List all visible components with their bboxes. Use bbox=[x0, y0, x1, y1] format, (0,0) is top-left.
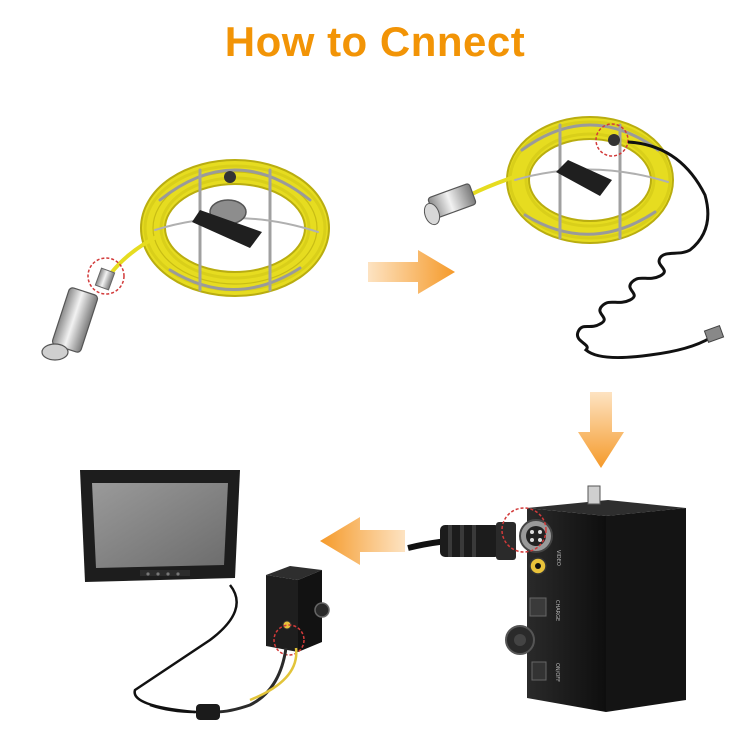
cable-plug-icon bbox=[703, 324, 725, 344]
rca-cable bbox=[214, 647, 288, 714]
step-monitor-setup bbox=[80, 470, 330, 720]
arrow-down bbox=[578, 392, 624, 468]
page-title: How to Cnnect bbox=[224, 18, 526, 65]
highlight-circle bbox=[273, 624, 305, 656]
step-control-box: VIDEO CHARGE ON/OFF bbox=[407, 485, 686, 712]
highlight-circle bbox=[501, 507, 547, 553]
control-box-body bbox=[527, 508, 606, 712]
arrow-left bbox=[320, 517, 405, 565]
aviation-plug-icon bbox=[440, 522, 516, 560]
probe-cable bbox=[110, 233, 161, 274]
power-label: ON/OFF bbox=[554, 663, 560, 682]
highlight-circle bbox=[595, 123, 629, 157]
arrow-right bbox=[368, 250, 455, 294]
coiled-cable-icon bbox=[575, 140, 711, 360]
highlight-circle bbox=[87, 257, 125, 295]
small-box-icon bbox=[266, 566, 330, 652]
cable-reel-icon bbox=[140, 159, 330, 297]
cable-splitter-icon bbox=[196, 704, 220, 720]
step-reel-with-coil-cable bbox=[423, 116, 725, 360]
monitor-cable bbox=[133, 584, 238, 714]
rca-cable-yellow bbox=[249, 647, 298, 702]
camera-probe-icon bbox=[423, 173, 521, 226]
video-label: VIDEO bbox=[555, 550, 561, 566]
cable-reel-icon bbox=[506, 116, 674, 244]
charge-port-icon bbox=[529, 597, 547, 617]
power-switch-icon bbox=[531, 661, 547, 681]
monitor-icon bbox=[80, 470, 240, 582]
step-camera-reel bbox=[41, 159, 330, 361]
charge-label: CHARGE bbox=[554, 600, 560, 621]
camera-probe-icon bbox=[41, 267, 116, 361]
